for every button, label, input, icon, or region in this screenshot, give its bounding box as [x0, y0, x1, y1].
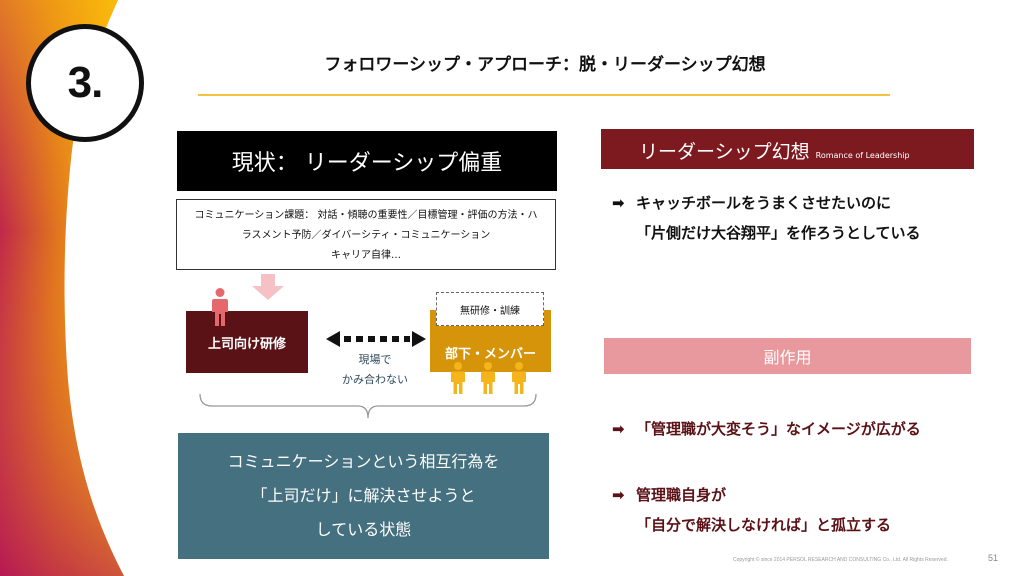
side-effect-text: 「管理職が大変そう」なイメージが広がる: [636, 420, 921, 438]
arrow-right-icon: ➡: [612, 194, 625, 212]
conclusion-line: 「上司だけ」に解決させようと: [251, 486, 476, 505]
section-number: 3.: [67, 58, 104, 107]
down-arrow-icon: [252, 274, 284, 300]
illusion-subtitle: Romance of Leadership: [815, 151, 910, 160]
illusion-title: リーダーシップ幻想: [639, 141, 810, 163]
status-heading-text: 現状： リーダーシップ偏重: [231, 151, 503, 176]
conclusion-line: コミュニケーションという相互行為を: [227, 452, 500, 471]
side-effect-bullet: ➡ 管理職自身が 「自分で解決しなければ」と孤立する: [612, 480, 891, 540]
side-effect-text: 管理職自身が: [636, 486, 727, 504]
title-underline: [198, 94, 890, 96]
members-label: 部下・メンバー: [444, 346, 536, 362]
issues-line: キャリア自律…: [331, 250, 401, 261]
conclusion-box: コミュニケーションという相互行為を 「上司だけ」に解決させようと している状態: [178, 433, 549, 559]
side-effects-heading: 副作用: [604, 338, 971, 374]
side-effect-bullet: ➡ 「管理職が大変そう」なイメージが広がる: [612, 414, 921, 444]
illusion-line: 「片側だけ大谷翔平」を作ろうとしている: [636, 224, 921, 242]
communication-issues-box: コミュニケーション課題： 対話・傾聴の重要性／目標管理・評価の方法・ハ ラスメン…: [176, 199, 556, 270]
mismatch-caption: 現場で かみ合わない: [320, 350, 430, 390]
illusion-bullet: ➡ キャッチボールをうまくさせたいのに 「片側だけ大谷翔平」を作ろうとしている: [612, 188, 921, 248]
leadership-illusion-heading: リーダーシップ幻想 Romance of Leadership: [601, 129, 974, 169]
side-effect-text: 「自分で解決しなければ」と孤立する: [636, 516, 892, 534]
bidirectional-dotted-arrow-icon: [326, 331, 426, 347]
slide-title: フォロワーシップ・アプローチ：脱・リーダーシップ幻想: [324, 55, 766, 75]
decorative-side-band: [0, 0, 124, 576]
boss-training-label: 上司向け研修: [207, 336, 286, 352]
illusion-line: キャッチボールをうまくさせたいのに: [636, 194, 892, 212]
issues-line: コミュニケーション課題： 対話・傾聴の重要性／目標管理・評価の方法・ハ: [194, 210, 538, 221]
person-icon: [451, 362, 465, 394]
mismatch-line: かみ合わない: [342, 373, 408, 386]
side-effects-title: 副作用: [763, 348, 812, 367]
person-icon: [512, 362, 526, 394]
person-icon: [481, 362, 495, 394]
curly-brace-icon: [199, 393, 537, 419]
mismatch-line: 現場で: [358, 353, 392, 366]
status-heading: 現状： リーダーシップ偏重: [177, 131, 557, 191]
no-training-label: 無研修・訓練: [460, 305, 520, 317]
boss-training-box: 上司向け研修: [186, 311, 308, 373]
arrow-right-icon: ➡: [612, 420, 625, 438]
conclusion-line: している状態: [315, 520, 412, 539]
section-number-badge: 3.: [26, 24, 144, 142]
copyright-notice: Copyright © since 2014 PERSOL RESEARCH A…: [733, 557, 948, 563]
page-number: 51: [988, 553, 999, 563]
arrow-right-icon: ➡: [612, 486, 625, 504]
no-training-tag: 無研修・訓練: [436, 292, 544, 326]
issues-line: ラスメント予防／ダイバーシティ・コミュニケーション: [241, 230, 491, 241]
person-icon: [212, 288, 228, 326]
